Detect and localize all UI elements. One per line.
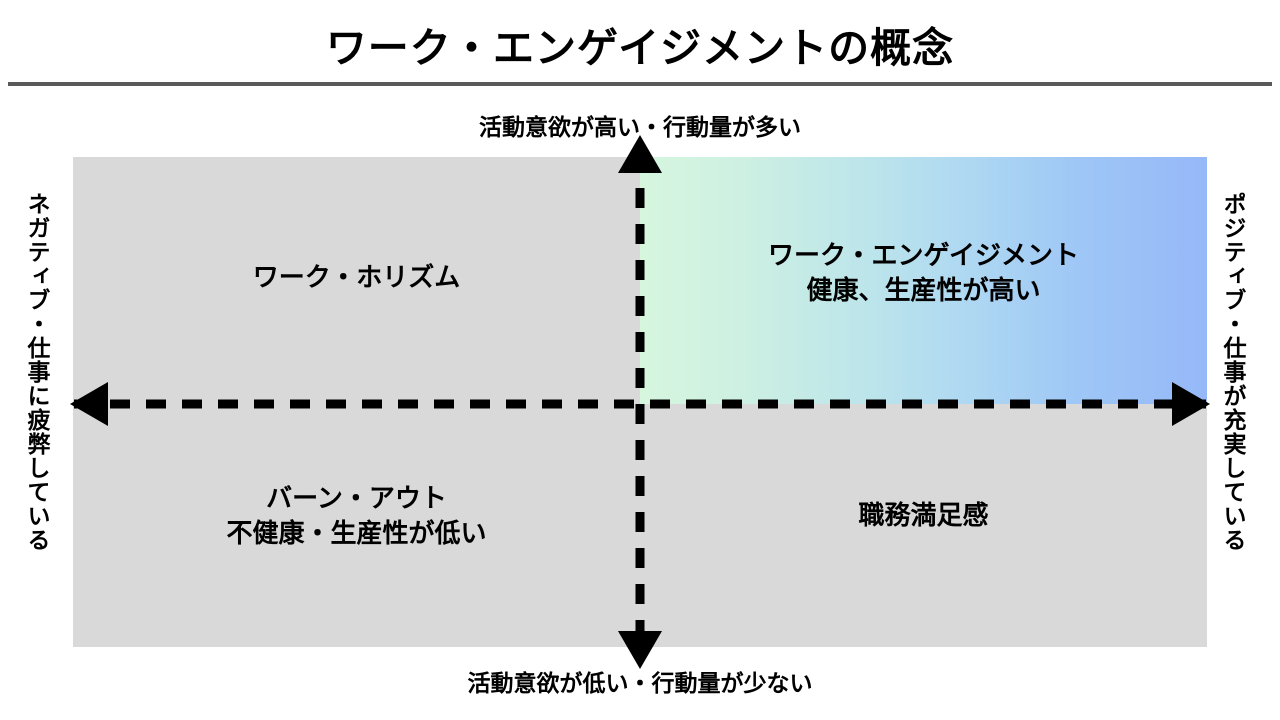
axis-label-activity-high: 活動意欲が高い・行動量が多い <box>479 114 801 140</box>
quadrant-burnout-label: バーン・アウト 不健康・生産性が低い <box>226 482 487 548</box>
quadrant-workaholism: ワーク・ホリズム <box>73 157 640 404</box>
quadrant-matrix: ワーク・ホリズム ワーク・エンゲイジメント 健康、生産性が高い バーン・アウト … <box>73 157 1207 647</box>
page-title: ワーク・エンゲイジメントの概念 <box>325 25 955 71</box>
quadrant-job-satisfaction-label: 職務満足感 <box>858 500 989 531</box>
axis-label-positive: ポジティブ・仕事が充実している <box>1220 192 1246 552</box>
quadrant-work-engagement-label: ワーク・エンゲイジメント 健康、生産性が高い <box>768 239 1079 305</box>
axis-label-activity-low: 活動意欲が低い・行動量が少ない <box>467 670 813 696</box>
axis-label-negative: ネガティブ・仕事に疲弊している <box>24 192 50 552</box>
quadrant-job-satisfaction: 職務満足感 <box>640 404 1207 647</box>
quadrant-burnout: バーン・アウト 不健康・生産性が低い <box>73 404 640 647</box>
quadrant-workaholism-label: ワーク・ホリズム <box>252 262 461 293</box>
header: ワーク・エンゲイジメントの概念 <box>0 0 1280 88</box>
title-divider <box>8 82 1272 86</box>
quadrant-work-engagement: ワーク・エンゲイジメント 健康、生産性が高い <box>640 157 1207 404</box>
